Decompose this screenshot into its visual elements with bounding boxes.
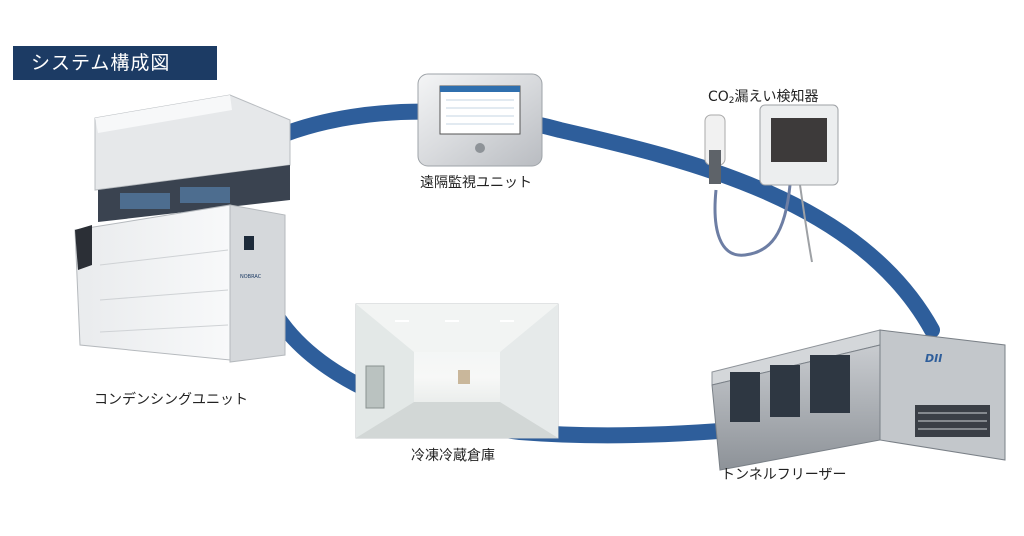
co2-detector-image	[704, 104, 839, 263]
nobrac-badge: NOBRAC	[240, 274, 262, 280]
cold-storage-label: 冷凍冷蔵倉庫	[411, 448, 495, 464]
tunnel-freezer-label: トンネルフリーザー	[721, 467, 847, 483]
condensing-unit-label: コンデンシングユニット	[94, 392, 248, 408]
freezer-logo: DII	[925, 352, 942, 365]
remote-monitor-label: 遠隔監視ユニット	[420, 175, 532, 191]
condensing-unit-image: NOBRAC	[74, 94, 291, 363]
tunnel-freezer-image: DII	[711, 329, 1006, 471]
co2-detector-label: CO2漏えい検知器	[708, 89, 819, 106]
cold-storage-image	[355, 303, 559, 439]
page-title: システム構成図	[13, 46, 217, 80]
remote-monitor-image	[417, 73, 543, 167]
